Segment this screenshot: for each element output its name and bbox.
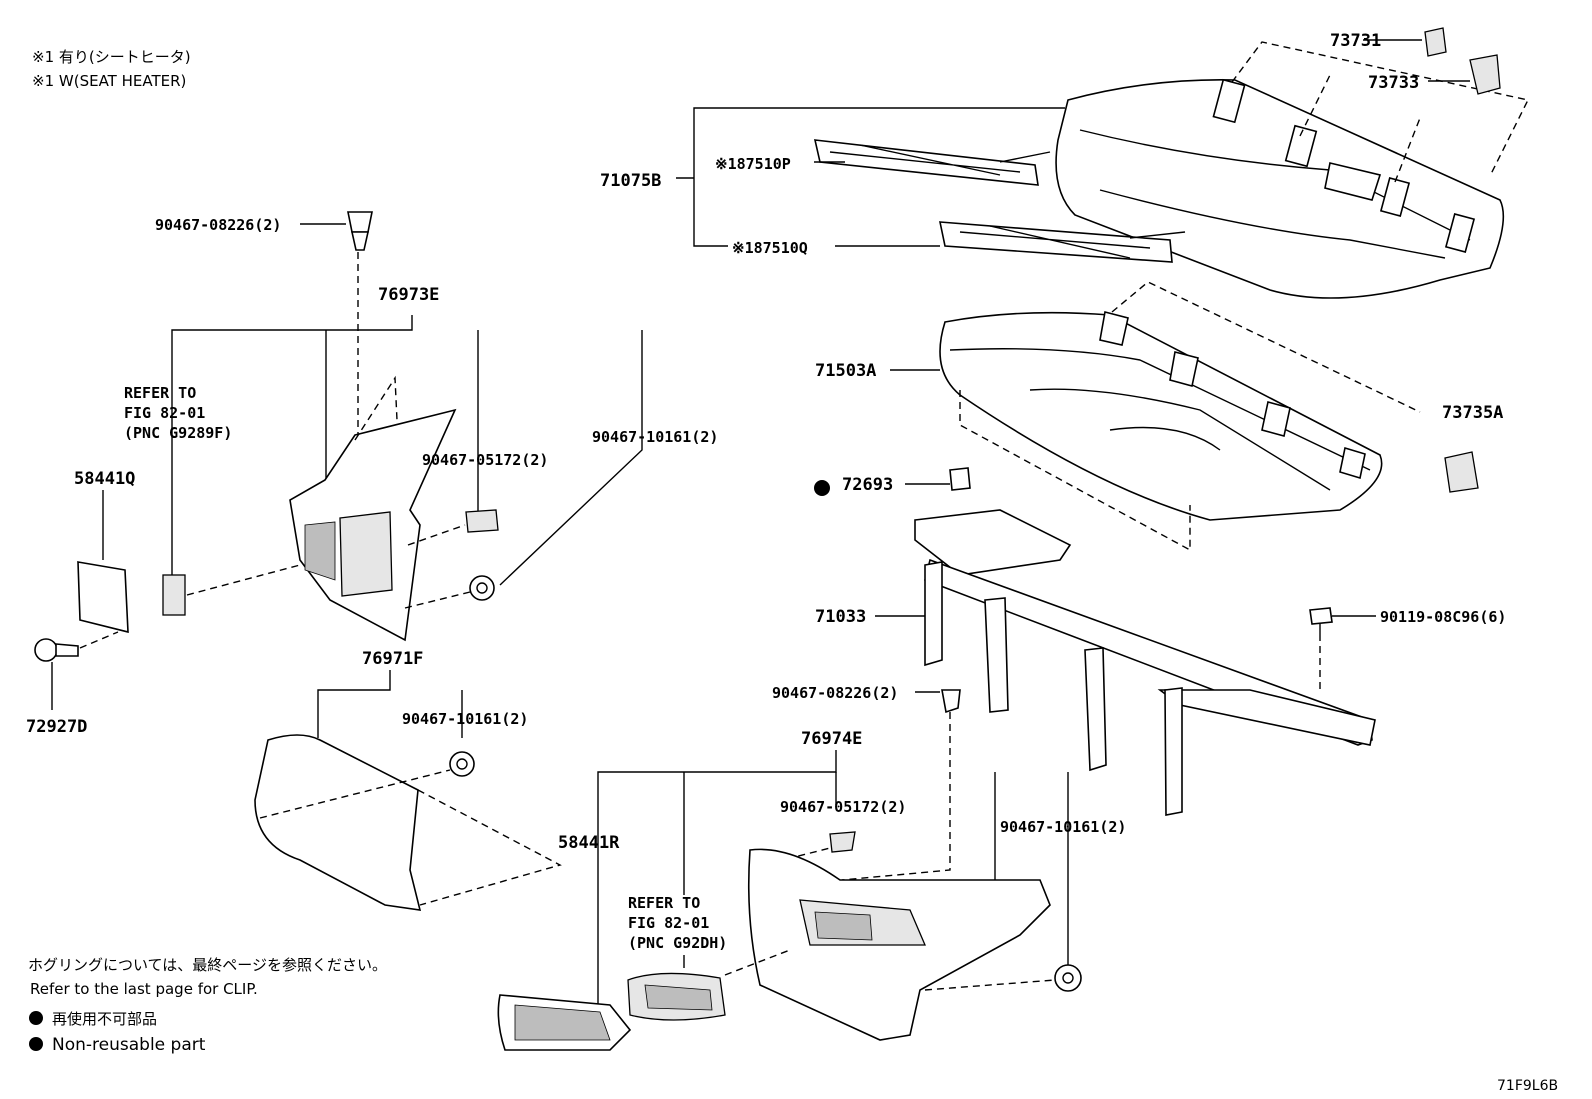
label-58441Q: 58441Q: [74, 469, 135, 489]
nonreusable-marker-icon: [814, 480, 830, 496]
panel-58441R-drawing: [497, 994, 632, 1051]
nonreusable-bullet-icon: [29, 1037, 43, 1051]
note-clip-jp: ホグリングについては、最終ページを参照ください。: [28, 956, 387, 974]
garnish-76974E-drawing: [747, 848, 1051, 1041]
label-90119: 90119-08C96(6): [1380, 608, 1506, 626]
label-71033: 71033: [815, 607, 866, 627]
seat-frame-drawing: [914, 509, 1376, 816]
clip-73735A-drawing: [1444, 451, 1479, 493]
label-90467-08226-top: 90467-08226(2): [155, 216, 281, 234]
label-73731: 73731: [1330, 31, 1381, 51]
clip-90467-05172-upper-drawing: [465, 509, 499, 533]
label-refer2-line3: (PNC G92DH): [628, 934, 727, 952]
label-90467-10161-a: 90467-10161(2): [592, 428, 718, 446]
seat-cushion-drawing: [939, 311, 1383, 521]
seat-heater-element-upper-drawing: [813, 139, 1051, 186]
label-72927D: 72927D: [26, 717, 87, 737]
bolt-90119-drawing: [1309, 607, 1333, 634]
figure-code: 71F9L6B: [1497, 1078, 1558, 1094]
label-90467-10161-b: 90467-10161(2): [402, 710, 528, 728]
note-seat-heater-jp: ※1 有り(シートヒータ): [32, 48, 191, 66]
label-72693: 72693: [842, 475, 893, 495]
nonreusable-bullet-icon: [29, 1011, 43, 1025]
label-73733: 73733: [1368, 73, 1419, 93]
screw-72927D-drawing: [34, 638, 79, 662]
clip-90467-10161-lower-drawing: [1054, 964, 1082, 992]
label-58441R: 58441R: [558, 833, 620, 853]
label-90467-08226-mid: 90467-08226(2): [772, 684, 898, 702]
panel-58441Q-drawing: [77, 561, 129, 634]
clip-90467-05172-lower-drawing: [829, 831, 856, 853]
label-refer2-line2: FIG 82-01: [628, 914, 709, 932]
garnish-76973E-drawing: [289, 408, 457, 642]
label-refer1-line3: (PNC G9289F): [124, 424, 232, 442]
label-refer1-line1: REFER TO: [124, 384, 196, 402]
clip-90467-10161-mid-drawing: [449, 751, 475, 777]
note-nonreusable-jp: 再使用不可部品: [52, 1010, 157, 1028]
label-87510P: ※187510P: [715, 155, 791, 173]
note-seat-heater-en: ※1 W(SEAT HEATER): [32, 72, 186, 90]
note-nonreusable-en: Non-reusable part: [52, 1035, 206, 1055]
refer-panel-1-drawing: [162, 574, 186, 616]
label-refer1-line2: FIG 82-01: [124, 404, 205, 422]
label-76971F: 76971F: [362, 649, 423, 669]
clip-90467-08226-top-drawing: [347, 211, 373, 251]
seat-back-cover-drawing: [1055, 78, 1505, 299]
seat-heater-element-lower-drawing: [938, 221, 1186, 263]
label-76973E: 76973E: [378, 285, 439, 305]
clip-90467-10161-upper-drawing: [469, 575, 495, 601]
label-90467-05172-b: 90467-05172(2): [780, 798, 906, 816]
label-76974E: 76974E: [801, 729, 862, 749]
note-clip-en: Refer to the last page for CLIP.: [30, 980, 258, 998]
refer-panel-2-drawing: [627, 972, 726, 1021]
label-90467-05172-a: 90467-05172(2): [422, 451, 548, 469]
clip-73731-drawing: [1424, 27, 1447, 57]
label-refer2-line1: REFER TO: [628, 894, 700, 912]
clip-90467-08226-mid-drawing: [941, 689, 961, 714]
clip-72693-drawing: [949, 467, 971, 491]
label-71075B: 71075B: [600, 171, 661, 191]
label-71503A: 71503A: [815, 361, 876, 381]
clip-73733-drawing: [1469, 54, 1501, 95]
label-73735A: 73735A: [1442, 403, 1503, 423]
label-90467-10161-c: 90467-10161(2): [1000, 818, 1126, 836]
panel-76971F-drawing: [254, 734, 422, 911]
label-87510Q: ※187510Q: [732, 239, 808, 257]
